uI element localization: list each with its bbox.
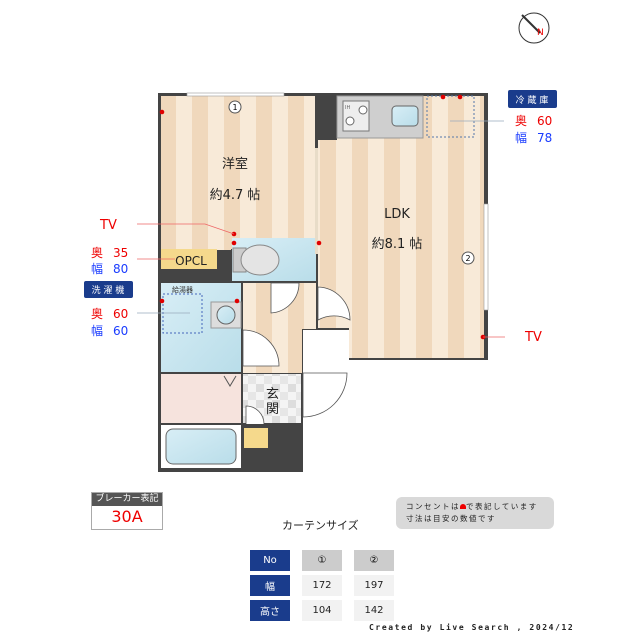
credit-text: Created by Live Search , 2024/12 (369, 623, 575, 632)
washbasin-icon (216, 305, 236, 325)
tv-label-left: TV (99, 218, 117, 233)
header-no: No (250, 550, 290, 571)
note-line2: 寸法は目安の数値です (406, 514, 496, 523)
fridge-badge (508, 90, 557, 108)
opcl-label: OPCL (175, 254, 207, 268)
toilet-door[interactable] (270, 282, 300, 314)
washer-depth-label: 奥 (91, 307, 103, 321)
window-number-2: 2 (465, 254, 470, 263)
opcl-depth-label: 奥 (91, 246, 103, 260)
legend-note: コンセントはで表記しています 寸法は目安の数値です (396, 497, 554, 529)
cell: 104 (302, 600, 342, 621)
table-row: 幅 172 197 (250, 575, 394, 596)
window-1 (186, 92, 285, 97)
fridge-width: 78 (537, 131, 552, 145)
header-2: ② (354, 550, 394, 571)
note-line1-pre: コンセントは (406, 502, 460, 511)
toilet-icon (240, 244, 280, 276)
fridge-title: 冷 蔵 庫 (516, 94, 549, 106)
svg-text:N: N (537, 28, 544, 38)
opcl-closet (161, 249, 217, 269)
opcl-depth: 35 (113, 246, 128, 260)
washer-title: 洗 濯 機 (92, 284, 125, 296)
tv-label-right: TV (524, 330, 542, 345)
fridge-width-label: 幅 (515, 130, 527, 145)
cell: 197 (354, 575, 394, 596)
cell: 172 (302, 575, 342, 596)
washer-width-label: 幅 (91, 323, 103, 338)
window-2 (483, 203, 489, 311)
outlet-icon (460, 504, 466, 509)
ldk-room-name: LDK (384, 207, 410, 222)
window-marker-2 (461, 251, 475, 265)
header-1: ① (302, 550, 342, 571)
kitchen-sink-icon (391, 105, 419, 127)
curtain-table: No ① ② 幅 172 197 高さ 104 142 (238, 546, 406, 625)
water-heater-label: 給湯器 (172, 285, 193, 294)
stove-label: IH (345, 105, 350, 111)
western-room (161, 96, 315, 249)
entrance-door[interactable] (302, 372, 348, 418)
fridge-depth-label: 奥 (515, 114, 527, 128)
breaker-box: ブレーカー表記 30A (91, 492, 163, 530)
ldk-room (318, 140, 484, 328)
washer-width: 60 (113, 324, 128, 338)
entrance-label-2: 関 (266, 402, 279, 417)
breaker-title: ブレーカー表記 (92, 493, 162, 506)
ldk-room-size: 約8.1 帖 (372, 237, 423, 252)
cell: 142 (354, 600, 394, 621)
table-header-row: No ① ② (250, 550, 394, 571)
fridge-depth: 60 (537, 114, 552, 128)
window-marker-1 (228, 100, 242, 114)
bathtub-icon (165, 428, 237, 465)
washer-depth: 60 (113, 307, 128, 321)
ldk-door[interactable] (317, 286, 351, 321)
breaker-value: 30A (111, 507, 143, 526)
entrance-label-1: 玄 (266, 387, 279, 402)
opcl-width: 80 (113, 262, 128, 276)
washroom-door[interactable] (242, 329, 280, 367)
outlet-markers (159, 94, 486, 340)
western-room-name: 洋室 (222, 156, 248, 172)
dressing-area (161, 374, 241, 423)
row-label-width: 幅 (250, 575, 290, 596)
shoe-box (244, 428, 268, 448)
table-row: 高さ 104 142 (250, 600, 394, 621)
compass-icon: N (518, 12, 550, 44)
row-label-height: 高さ (250, 600, 290, 621)
note-line1-post: で表記しています (466, 502, 538, 511)
opcl-width-label: 幅 (91, 261, 103, 276)
washer-badge (84, 281, 133, 298)
western-room-size: 約4.7 帖 (210, 188, 261, 203)
window-number-1: 1 (232, 103, 237, 112)
curtain-title: カーテンサイズ (282, 519, 359, 532)
washer-space (162, 293, 203, 334)
